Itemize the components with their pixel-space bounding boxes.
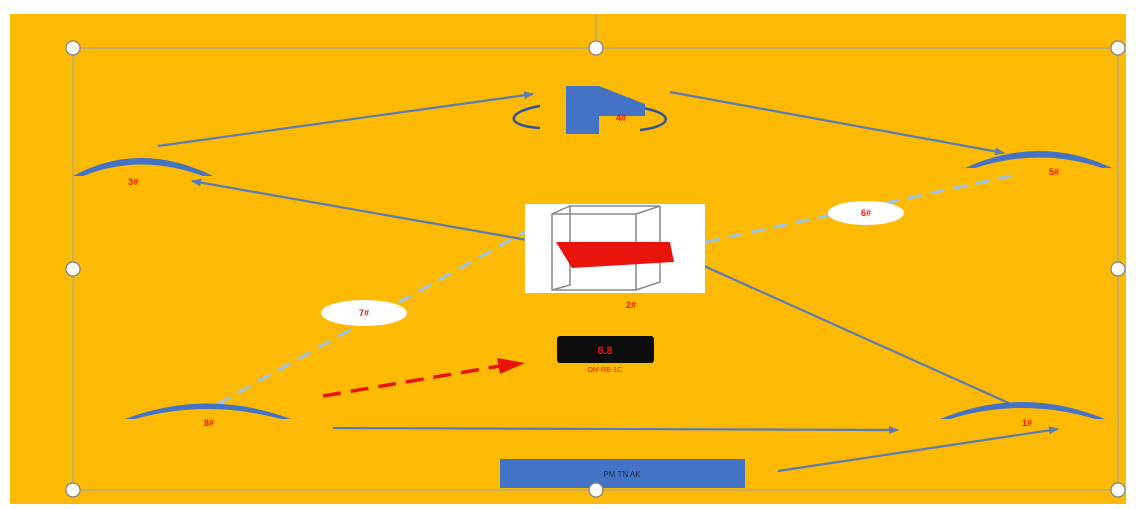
ellipse-6-label: 6# (861, 208, 871, 218)
arrow-2-to-1 (703, 264, 1014, 407)
ellipse-6 (828, 201, 904, 225)
ellipse-7 (321, 300, 407, 326)
resize-handle-top-right[interactable] (1110, 40, 1126, 56)
center-image (525, 204, 705, 293)
node-3-arc[interactable] (73, 158, 213, 176)
arrow-8-to-1 (332, 425, 899, 434)
bottom-box (500, 459, 745, 488)
resize-handle-top-left[interactable] (65, 40, 81, 56)
node-1-arc[interactable] (940, 402, 1105, 419)
resize-handle-bottom-right[interactable] (1110, 482, 1126, 498)
red-plane (556, 242, 674, 268)
device-caption: DM-RB-1C (588, 367, 622, 374)
selection-handles[interactable] (65, 40, 1126, 498)
bottom-box-label: PM TN AK (603, 470, 641, 479)
resize-handle-top[interactable] (588, 40, 604, 56)
resize-handle-left[interactable] (65, 261, 81, 277)
node-4-label: 4# (616, 113, 626, 123)
device (557, 336, 654, 363)
red-dashed-arrow (322, 358, 525, 398)
node-4[interactable] (512, 86, 667, 134)
ellipse-7-label: 7# (359, 308, 369, 318)
node-1-label: 1# (1022, 418, 1032, 428)
dashed-link-2-to-5 (705, 173, 1016, 244)
device-display: 8.8 (597, 345, 612, 357)
resize-handle-bottom[interactable] (588, 482, 604, 498)
arrow-2-to-3 (191, 178, 534, 243)
node-5-arc[interactable] (965, 151, 1112, 168)
arrow-box-to-1 (777, 426, 1059, 473)
resize-handle-right[interactable] (1110, 261, 1126, 277)
node-8-label: 8# (204, 418, 214, 428)
node-2-label: 2# (626, 300, 636, 310)
rotation-arrow-icon (512, 104, 541, 130)
node-5-label: 5# (1049, 167, 1059, 177)
node-8-arc[interactable] (125, 403, 291, 420)
resize-handle-bottom-left[interactable] (65, 482, 81, 498)
node-3-label: 3# (128, 177, 138, 187)
connector-arrows (157, 90, 1059, 473)
arrow-4-to-5 (669, 90, 1005, 156)
arrow-3-to-4 (157, 91, 534, 148)
